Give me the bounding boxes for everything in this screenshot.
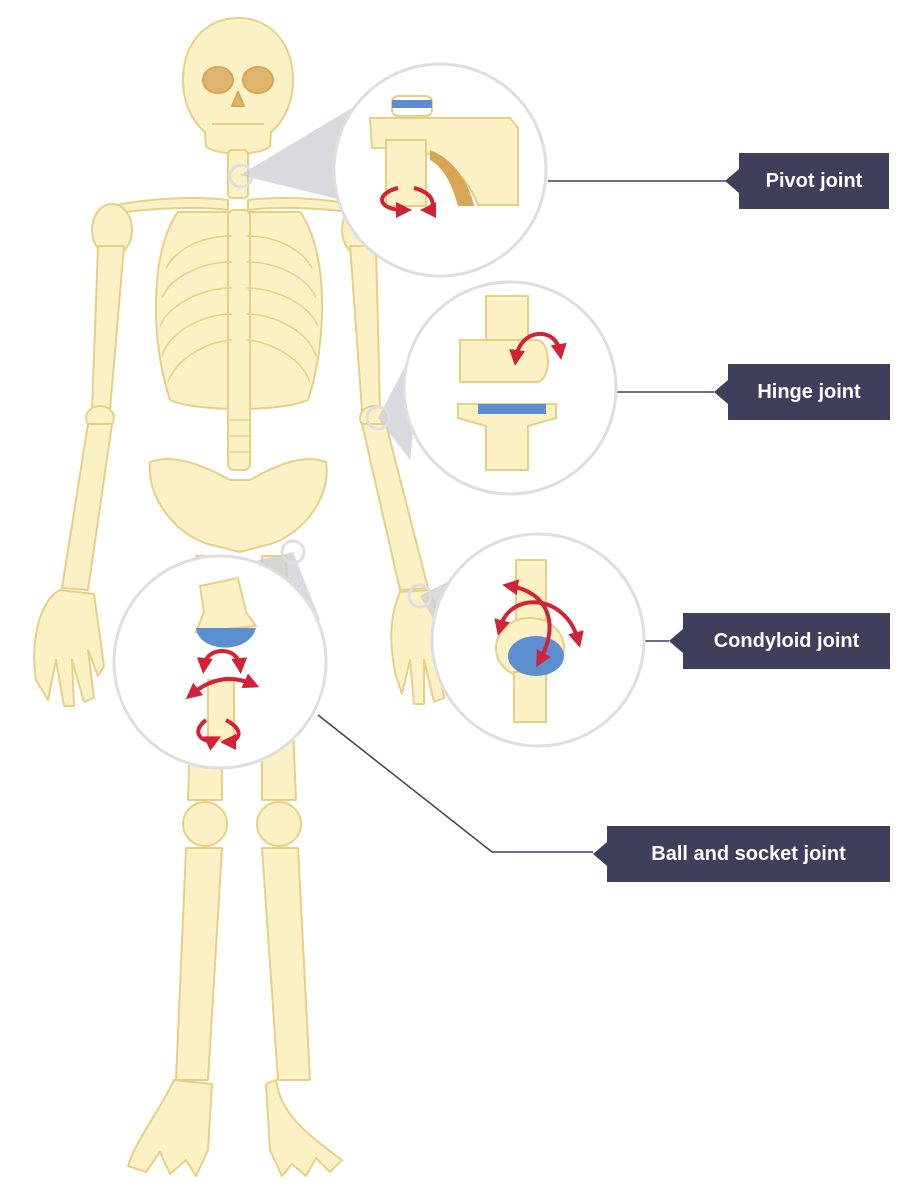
- pivot-joint-callout: [334, 64, 546, 276]
- right-foot: [266, 1080, 342, 1176]
- left-forearm: [62, 424, 112, 590]
- ball-and-socket-joint-label: Ball and socket joint: [607, 826, 890, 882]
- pivot-joint-label: Pivot joint: [739, 153, 889, 209]
- left-upper-arm: [92, 246, 124, 410]
- ball-and-socket-joint-callout: [114, 556, 326, 768]
- hinge-joint-label: Hinge joint: [728, 364, 890, 420]
- right-upper-arm: [350, 246, 380, 410]
- left-knee: [183, 802, 227, 846]
- left-eye-socket: [203, 67, 233, 93]
- right-lower-leg: [262, 848, 310, 1080]
- right-eye-socket: [243, 67, 273, 93]
- skull: [183, 18, 293, 154]
- right-knee: [257, 802, 301, 846]
- left-lower-leg: [176, 848, 222, 1080]
- hinge-joint-callout: [404, 282, 616, 494]
- left-foot: [128, 1080, 212, 1176]
- left-hand: [34, 590, 104, 706]
- condyloid-joint-callout: [432, 534, 644, 746]
- right-forearm: [362, 424, 428, 590]
- pelvis: [150, 459, 327, 552]
- condyloid-joint-label: Condyloid joint: [683, 613, 890, 669]
